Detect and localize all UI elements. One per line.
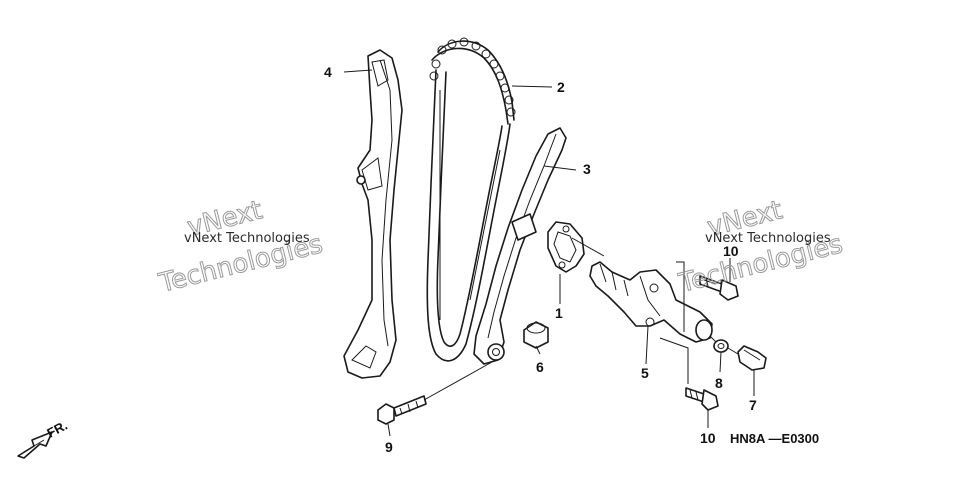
chain-tensioner-arm (473, 127, 567, 365)
callout-6: 6 (536, 359, 544, 375)
watermark-left: vNext Technologies vNext Technologies (155, 195, 326, 300)
front-direction-arrow: FR. (17, 418, 70, 459)
tensioner-gasket (547, 221, 585, 273)
callout-4: 4 (324, 64, 332, 80)
callout-5: 5 (641, 365, 649, 381)
callout-3: 3 (583, 161, 591, 177)
pivot-bolt (377, 395, 427, 425)
svg-text:vNext Technologies: vNext Technologies (184, 231, 310, 246)
tensioner-lifter (589, 261, 713, 343)
svg-text:vNext Technologies: vNext Technologies (705, 231, 831, 246)
callout-8: 8 (715, 375, 723, 391)
sealing-bolt (737, 345, 767, 371)
pivot-collar (523, 321, 549, 349)
callout-10-upper: 10 (723, 243, 739, 259)
callout-2: 2 (557, 79, 565, 95)
callout-7: 7 (749, 397, 757, 413)
callout-10-lower: 10 (700, 430, 716, 446)
cam-chain (426, 37, 516, 362)
flange-bolt-lower (685, 387, 719, 411)
watermark-right: vNext Technologies vNext Technologies (675, 195, 846, 300)
flange-bolt-upper (699, 275, 739, 301)
assembly-lines (423, 237, 739, 401)
callout-1: 1 (555, 305, 563, 321)
cam-chain-guide (343, 49, 403, 379)
callout-leaders (343, 69, 755, 437)
diagram-code: HN8A —E0300 (730, 431, 819, 446)
callout-9: 9 (385, 439, 393, 455)
